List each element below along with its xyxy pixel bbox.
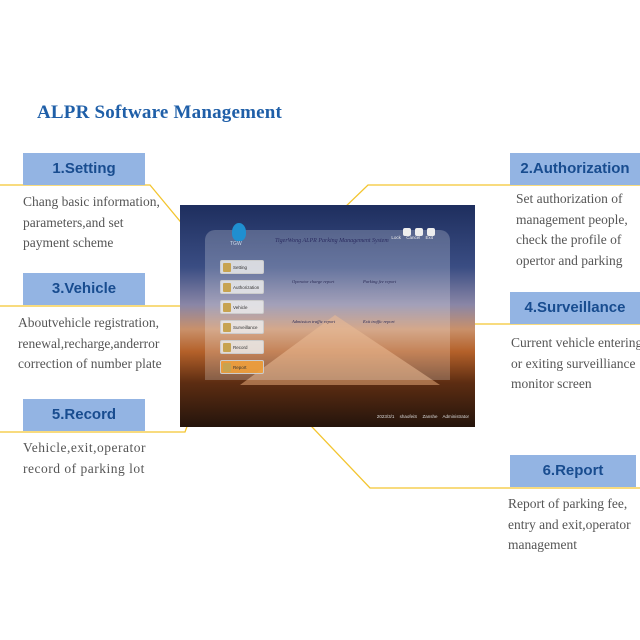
page-title: ALPR Software Management: [37, 102, 283, 123]
desc-line: payment scheme: [23, 235, 114, 250]
setting-icon: [223, 263, 231, 272]
top-icons: [399, 223, 435, 241]
menu-label: Setting: [233, 265, 248, 270]
logo-icon: [232, 223, 246, 241]
status-site: Zanshe: [422, 414, 438, 419]
menu-authorization[interactable]: Authorization: [220, 280, 264, 294]
desc-line: Aboutvehicle registration,: [18, 315, 159, 330]
badge-vehicle: 3.Vehicle: [23, 273, 145, 305]
desc-record: Vehicle,exit,operator record of parking …: [23, 438, 146, 479]
report-icon: [223, 363, 231, 372]
badge-setting: 1.Setting: [23, 153, 145, 185]
record-icon: [223, 343, 231, 352]
desc-report: Report of parking fee, entry and exit,op…: [508, 494, 631, 556]
report-link[interactable]: Parking fee report: [363, 279, 397, 284]
badge-record: 5.Record: [23, 399, 145, 431]
desc-line: management: [508, 537, 577, 552]
desc-line: Set authorization of: [516, 191, 623, 206]
status-date: 2023/3/1: [376, 414, 395, 419]
desc-line: record of parking lot: [23, 460, 145, 476]
desc-line: Vehicle,exit,operator: [23, 440, 146, 455]
badge-report: 6.Report: [510, 455, 636, 487]
surveillance-icon: [223, 323, 231, 332]
desc-setting: Chang basic information, parameters,and …: [23, 192, 160, 254]
status-role: Administrator: [442, 414, 469, 419]
menu-surveillance[interactable]: Surveillance: [220, 320, 264, 334]
menu-setting[interactable]: Setting: [220, 260, 264, 274]
desc-line: management people,: [516, 211, 628, 227]
report-link[interactable]: Admission traffic report: [292, 319, 336, 324]
menu-label: Surveillance: [233, 325, 258, 330]
desc-surveillance: Current vehicle entering or exiting surv…: [511, 333, 640, 395]
report-link[interactable]: Exit traffic report: [363, 319, 395, 324]
desc-line: opertor and parking: [516, 252, 623, 268]
mountain-illustration: [240, 315, 440, 385]
report-link[interactable]: Operator charge report: [292, 279, 335, 284]
exit-icon[interactable]: [427, 228, 435, 236]
logo-text: TGW: [230, 241, 242, 247]
status-user: shaofeiS: [399, 414, 418, 419]
top-label: Lock: [391, 235, 401, 240]
system-name: TigerWong ALPR Parking Management System: [275, 238, 389, 244]
desc-line: Report of parking fee,: [508, 496, 628, 511]
badge-authorization: 2.Authorization: [510, 153, 640, 185]
desc-line: monitor screen: [511, 376, 592, 391]
desc-vehicle: Aboutvehicle registration, renewal,recha…: [18, 313, 162, 375]
desc-authorization: Set authorization of management people, …: [516, 189, 628, 271]
menu-record[interactable]: Record: [220, 340, 264, 354]
menu-label: Record: [233, 345, 248, 350]
top-labels: Lock Cancel Exit: [391, 235, 433, 240]
authorization-icon: [223, 283, 231, 292]
menu-label: Vehicle: [233, 305, 248, 310]
desc-line: check the profile of: [516, 232, 622, 247]
software-screenshot: TGW TigerWong ALPR Parking Management Sy…: [180, 205, 475, 427]
cancel-icon[interactable]: [415, 228, 423, 236]
menu-vehicle[interactable]: Vehicle: [220, 300, 264, 314]
badge-surveillance: 4.Surveillance: [510, 292, 640, 324]
desc-line: Current vehicle entering: [511, 335, 640, 350]
menu-label: Authorization: [233, 285, 260, 290]
desc-line: entry and exit,operator: [508, 516, 631, 532]
desc-line: correction of number plate: [18, 356, 162, 371]
lock-icon[interactable]: [403, 228, 411, 236]
desc-line: Chang basic information,: [23, 194, 160, 209]
vehicle-icon: [223, 303, 231, 312]
top-label: Exit: [425, 235, 433, 240]
desc-line: or exiting surveilliance: [511, 355, 636, 371]
desc-line: parameters,and set: [23, 214, 124, 230]
status-bar: 2023/3/1 shaofeiS Zanshe Administrator: [377, 414, 469, 419]
menu-report[interactable]: Report: [220, 360, 264, 374]
top-label: Cancel: [406, 235, 421, 240]
desc-line: renewal,recharge,anderror: [18, 335, 160, 351]
menu-label: Report: [233, 365, 247, 370]
